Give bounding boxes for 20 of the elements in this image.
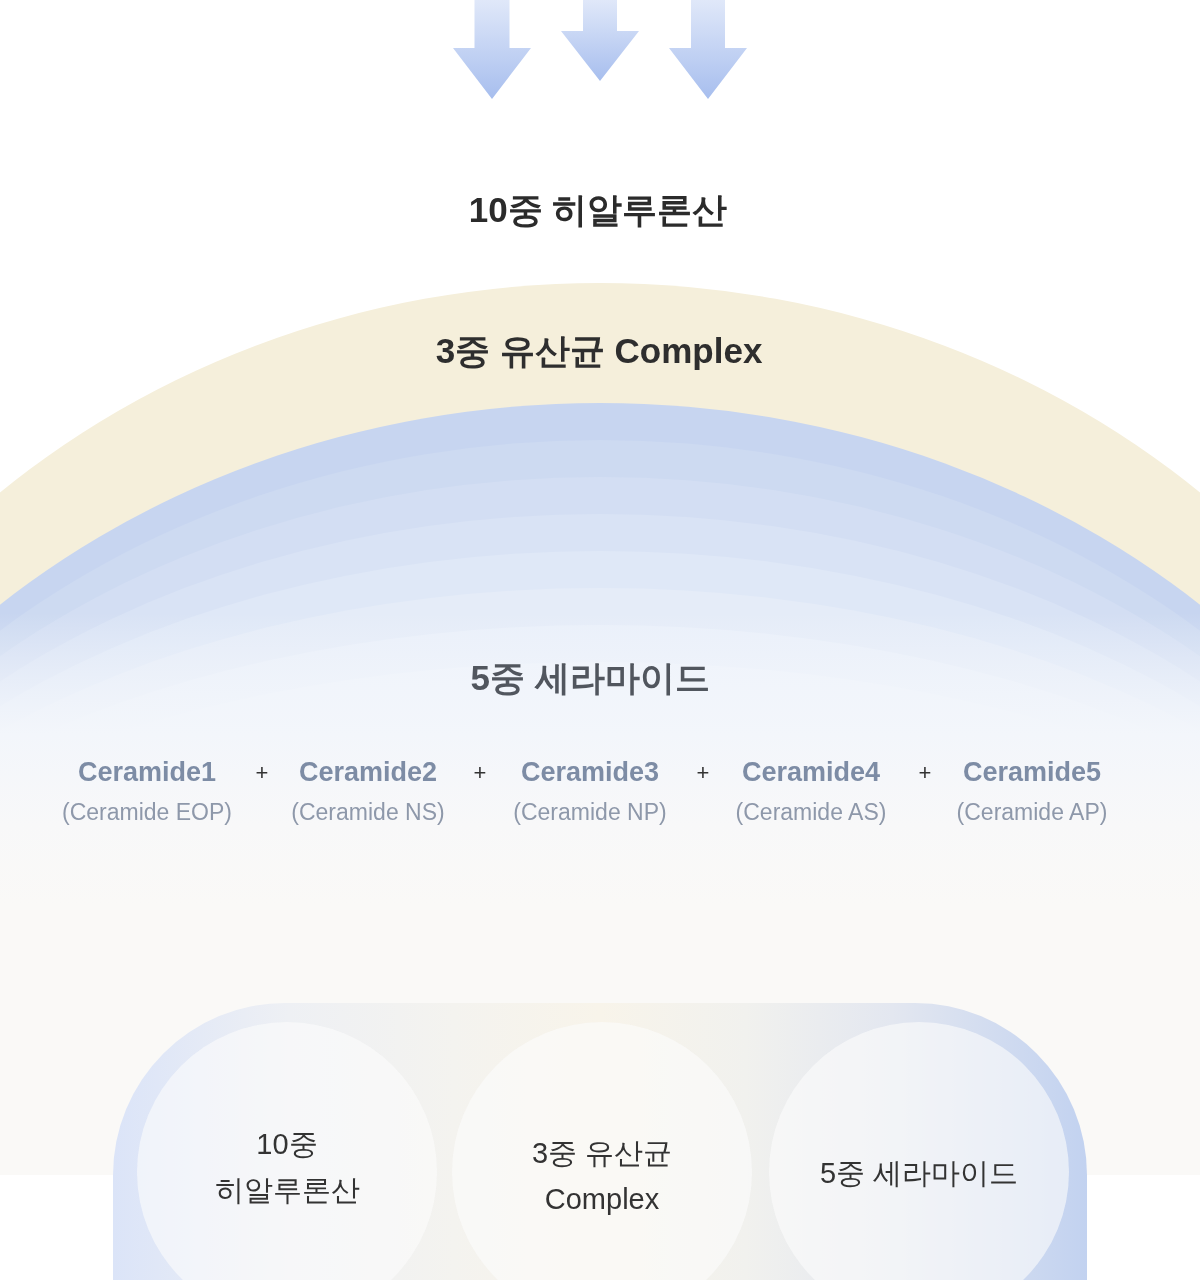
layer-label: 10중 히알루론산: [468, 189, 728, 231]
ingredient-subtitle: (Ceramide NS): [291, 798, 445, 826]
ingredient-subtitle: (Ceramide NP): [513, 798, 667, 826]
ingredient-subtitle: (Ceramide EOP): [62, 798, 232, 826]
arch-label: 5중 세라마이드: [470, 657, 710, 699]
ingredient-name: Ceramide3: [520, 757, 660, 789]
plus-sign: +: [918, 760, 932, 786]
ingredient-name: Ceramide5: [962, 757, 1102, 789]
plus-sign: +: [473, 760, 487, 786]
plus-sign: +: [696, 760, 710, 786]
ingredient-subtitle: (Ceramide AP): [956, 798, 1108, 826]
plus-sign: +: [255, 760, 269, 786]
arch-label: 3중 유산균 Complex: [435, 330, 763, 372]
circle-label: 3중 유산균 Complex: [530, 1135, 674, 1217]
ingredient-name: Ceramide4: [741, 757, 881, 789]
ingredient-subtitle: (Ceramide AS): [735, 798, 887, 826]
ingredient-name: Ceramide1: [77, 757, 217, 789]
circle-label: 10중 히알루론산: [213, 1126, 361, 1208]
circle-label: 5중 세라마이드: [818, 1155, 1020, 1191]
ingredient-name: Ceramide2: [298, 757, 438, 789]
